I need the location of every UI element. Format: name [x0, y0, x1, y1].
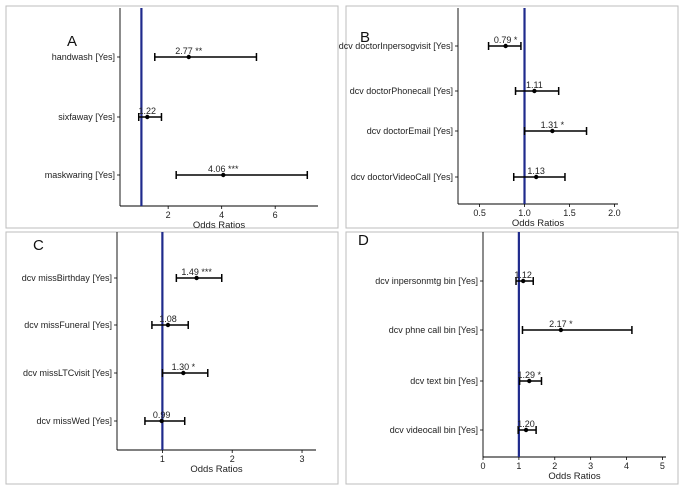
p3-point	[181, 370, 186, 376]
p3-point	[165, 322, 171, 328]
p1-x-tick-label: 2	[166, 210, 171, 220]
p1-x-axis-label: Odds Ratios	[193, 220, 246, 231]
p2-point	[532, 88, 537, 94]
p1-panel-label: A	[67, 33, 77, 50]
p1-data-label: 2.77 **	[175, 46, 203, 56]
p4-data-label: 1.12	[514, 270, 532, 280]
p4-y-tick-label: dcv inpersonmtg bin [Yes]	[375, 276, 478, 286]
p2-point	[550, 128, 555, 134]
p3-panel-label: C	[33, 237, 44, 254]
p3-x-tick-label: 3	[300, 454, 305, 464]
p3-y-tick-label: dcv missBirthday [Yes]	[22, 273, 112, 283]
p2-y-tick-label: dcv doctorPhonecall [Yes]	[350, 86, 453, 96]
panel-border-b	[345, 5, 679, 229]
p4-point	[520, 278, 526, 284]
p3-point	[194, 275, 199, 281]
p4-x-tick-label: 2	[552, 461, 557, 471]
panel-border-d	[345, 231, 679, 485]
p2-point	[534, 174, 539, 180]
p2-y-tick-label: dcv doctorVideoCall [Yes]	[351, 172, 453, 182]
p4-y-tick-label: dcv text bin [Yes]	[410, 376, 478, 386]
p2-y-tick-label: dcv doctorInpersogvisit [Yes]	[339, 41, 453, 51]
p4-data-label: 1.20	[517, 419, 535, 429]
p2-x-tick-label: 2.0	[608, 208, 621, 218]
p2-x-tick-label: 1.0	[518, 208, 531, 218]
p2-data-label: 1.11	[526, 80, 543, 90]
p3-data-label: 1.30 *	[172, 362, 196, 372]
p2-data-label: 1.31 *	[541, 120, 565, 130]
p4-x-tick-label: 4	[624, 461, 629, 471]
p4-point	[527, 378, 532, 384]
p1-x-tick-label: 4	[219, 210, 224, 220]
p3-x-tick-label: 1	[160, 454, 165, 464]
p1-point	[145, 114, 150, 120]
panel-border-c	[5, 231, 339, 485]
p1-x-tick-label: 6	[273, 210, 278, 220]
p1-data-label: 1.22	[139, 106, 157, 116]
p4-data-label: 2.17 *	[549, 319, 573, 329]
p2-x-axis-label: Odds Ratios	[512, 218, 565, 229]
p4-point	[523, 427, 529, 433]
panel-border-a	[5, 5, 339, 229]
p4-x-axis-label: Odds Ratios	[548, 471, 601, 482]
p4-x-tick-label: 3	[588, 461, 593, 471]
p3-y-tick-label: dcv missWed [Yes]	[36, 416, 112, 426]
p3-y-tick-label: dcv missLTCvisit [Yes]	[23, 368, 112, 378]
p4-point	[558, 327, 564, 333]
p4-panel-label: D	[358, 232, 369, 249]
p3-y-tick-label: dcv missFuneral [Yes]	[24, 320, 112, 330]
p1-y-tick-label: handwash [Yes]	[52, 52, 115, 62]
p2-y-tick-label: dcv doctorEmail [Yes]	[367, 126, 453, 136]
p2-point	[503, 43, 508, 49]
p4-x-tick-label: 0	[480, 461, 485, 471]
p3-point	[159, 418, 164, 424]
p1-point	[186, 54, 191, 60]
p2-data-label: 0.79 *	[494, 35, 518, 45]
p2-panel-label: B	[360, 29, 370, 46]
p1-y-tick-label: sixfaway [Yes]	[58, 112, 115, 122]
p2-x-tick-label: 0.5	[473, 208, 486, 218]
p4-data-label: 1.29 *	[518, 370, 542, 380]
p4-x-tick-label: 1	[516, 461, 521, 471]
p2-data-label: 1.13	[527, 166, 545, 176]
p4-y-tick-label: dcv phne call bin [Yes]	[389, 325, 478, 335]
p1-point	[221, 172, 226, 178]
p1-y-tick-label: maskwaring [Yes]	[45, 170, 115, 180]
p2-x-tick-label: 1.5	[563, 208, 576, 218]
p3-data-label: 1.49 ***	[181, 267, 212, 277]
p3-x-tick-label: 2	[230, 454, 235, 464]
p3-data-label: 1.08	[159, 314, 177, 324]
p4-x-tick-label: 5	[660, 461, 665, 471]
p1-data-label: 4.06 ***	[208, 164, 239, 174]
p4-y-tick-label: dcv videocall bin [Yes]	[390, 425, 478, 435]
p3-x-axis-label: Odds Ratios	[190, 464, 243, 475]
p3-data-label: 0.99	[153, 410, 171, 420]
